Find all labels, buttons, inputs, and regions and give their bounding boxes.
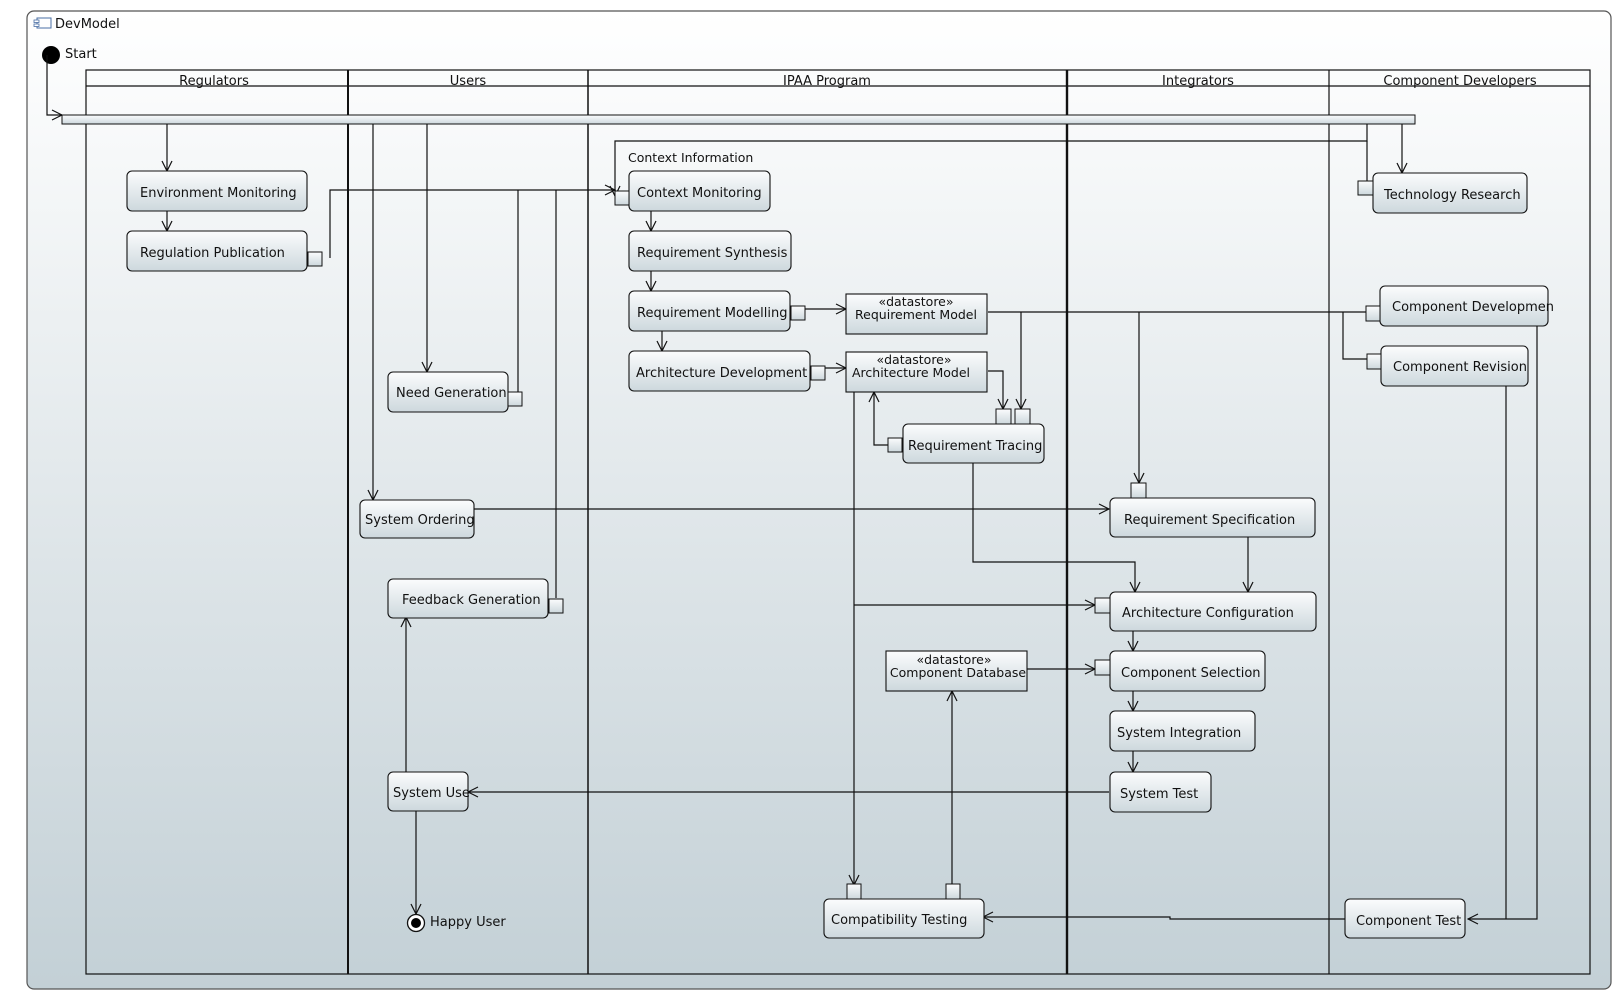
action-system-ordering[interactable] [359, 499, 475, 539]
action-requirement-synthesis[interactable] [628, 230, 792, 272]
action-label-requirement-specification: Requirement Specification [1124, 513, 1295, 528]
action-label-system-test: System Test [1120, 787, 1198, 802]
action-label-need-generation: Need Generation [396, 386, 507, 401]
action-requirement-tracing[interactable] [902, 423, 1045, 464]
action-requirement-modelling[interactable] [628, 290, 791, 332]
lane-header-integrators: Integrators [1162, 74, 1234, 89]
action-compatibility-testing[interactable] [823, 898, 985, 939]
pin-requirement-specification-in[interactable] [1130, 482, 1147, 499]
action-environment-monitoring[interactable] [126, 170, 308, 212]
fork-bar[interactable] [61, 114, 1416, 125]
final-node[interactable] [406, 913, 426, 933]
group-label-context-information: Context Information [628, 150, 753, 165]
lane-header-component-developers: Component Developers [1383, 74, 1536, 89]
pin-architecture-configuration-in[interactable] [1094, 597, 1111, 614]
action-label-component-selection: Component Selection [1121, 666, 1261, 681]
pin-requirement-tracing-in-left[interactable] [887, 437, 903, 453]
flow-component-test-to-compatibility [983, 917, 1346, 919]
action-architecture-development[interactable] [628, 350, 811, 392]
pin-feedback-generation-out[interactable] [548, 598, 564, 614]
model-title: DevModel [55, 17, 120, 32]
datastore-requirement-model[interactable] [845, 293, 988, 335]
action-label-component-test: Component Test [1356, 914, 1461, 929]
start-label: Start [65, 47, 97, 62]
pin-component-selection-in[interactable] [1094, 659, 1111, 676]
datastore-label-architecture-model: Architecture Model [852, 365, 970, 380]
action-nodes: Environment Monitoring Regulation Public… [126, 170, 1554, 939]
action-system-use[interactable] [387, 771, 469, 812]
action-label-environment-monitoring: Environment Monitoring [140, 186, 297, 201]
start-node[interactable] [42, 46, 60, 64]
pin-regulation-publication-out[interactable] [307, 251, 323, 267]
pin-requirement-tracing-in-top-b[interactable] [1014, 408, 1031, 425]
pins [307, 180, 1382, 900]
action-label-system-ordering: System Ordering [365, 513, 475, 528]
pin-technology-research-in[interactable] [1357, 180, 1374, 196]
action-feedback-generation[interactable] [387, 578, 549, 619]
flow-architecture-model-to-tracing [988, 370, 1003, 409]
action-label-architecture-configuration: Architecture Configuration [1122, 606, 1294, 621]
flow-tracing-to-architecture-model [874, 392, 888, 446]
action-label-technology-research: Technology Research [1383, 188, 1521, 203]
action-label-requirement-modelling: Requirement Modelling [637, 306, 787, 321]
pin-requirement-tracing-in-top-a[interactable] [995, 408, 1012, 425]
pin-component-development-in[interactable] [1365, 305, 1381, 322]
flow-start-to-fork [46, 55, 62, 115]
action-label-component-development: Component Developmen [1392, 300, 1554, 315]
flow-tracing-to-configuration [972, 463, 1135, 592]
final-label: Happy User [430, 915, 506, 930]
model-frame [26, 10, 1612, 990]
flow-development-to-component-test [1468, 326, 1538, 919]
pin-architecture-development-out[interactable] [810, 365, 826, 381]
flow-regulation-to-context [329, 190, 615, 258]
pin-requirement-modelling-out[interactable] [790, 305, 806, 321]
action-label-requirement-synthesis: Requirement Synthesis [637, 246, 788, 261]
action-label-system-integration: System Integration [1117, 726, 1241, 741]
action-label-feedback-generation: Feedback Generation [402, 593, 541, 608]
pin-context-monitoring-in[interactable] [614, 190, 630, 206]
action-label-system-use: System Use [393, 786, 470, 801]
lane-header-users: Users [450, 74, 487, 89]
datastore-component-database[interactable] [885, 650, 1028, 692]
datastore-stereotype-architecture-model: «datastore» [876, 352, 951, 367]
action-system-integration[interactable] [1109, 710, 1256, 752]
lane-header-regulators: Regulators [179, 74, 249, 89]
datastore-label-component-database: Component Database [890, 665, 1026, 680]
datastore-label-requirement-model: Requirement Model [855, 307, 977, 322]
flow-fork-to-context-monitoring [615, 124, 1368, 196]
lane-area [85, 69, 1591, 975]
action-label-component-revision: Component Revision [1393, 360, 1527, 375]
pin-component-revision-in[interactable] [1366, 353, 1382, 370]
pin-compatibility-testing-in[interactable] [846, 883, 862, 900]
action-system-test[interactable] [1109, 771, 1212, 813]
datastore-nodes: «datastore» Requirement Model «datastore… [845, 293, 1028, 692]
swimlanes: Regulators Users IPAA Program Integrator… [85, 69, 1591, 975]
action-regulation-publication[interactable] [126, 230, 308, 272]
lane-header-ipaa-program: IPAA Program [783, 74, 871, 89]
pin-compatibility-testing-out[interactable] [945, 883, 961, 900]
pin-need-generation-out[interactable] [507, 391, 523, 407]
action-label-compatibility-testing: Compatibility Testing [831, 913, 967, 928]
action-label-context-monitoring: Context Monitoring [637, 186, 762, 201]
model-icon [33, 17, 52, 29]
action-component-test[interactable] [1344, 898, 1466, 939]
datastore-stereotype-component-database: «datastore» [916, 652, 991, 667]
action-requirement-specification[interactable] [1109, 497, 1316, 538]
action-label-regulation-publication: Regulation Publication [140, 246, 285, 261]
datastore-architecture-model[interactable] [845, 351, 988, 393]
action-label-requirement-tracing: Requirement Tracing [908, 439, 1042, 454]
action-label-architecture-development: Architecture Development [636, 366, 807, 381]
edges [46, 55, 1538, 919]
datastore-stereotype-requirement-model: «datastore» [878, 294, 953, 309]
